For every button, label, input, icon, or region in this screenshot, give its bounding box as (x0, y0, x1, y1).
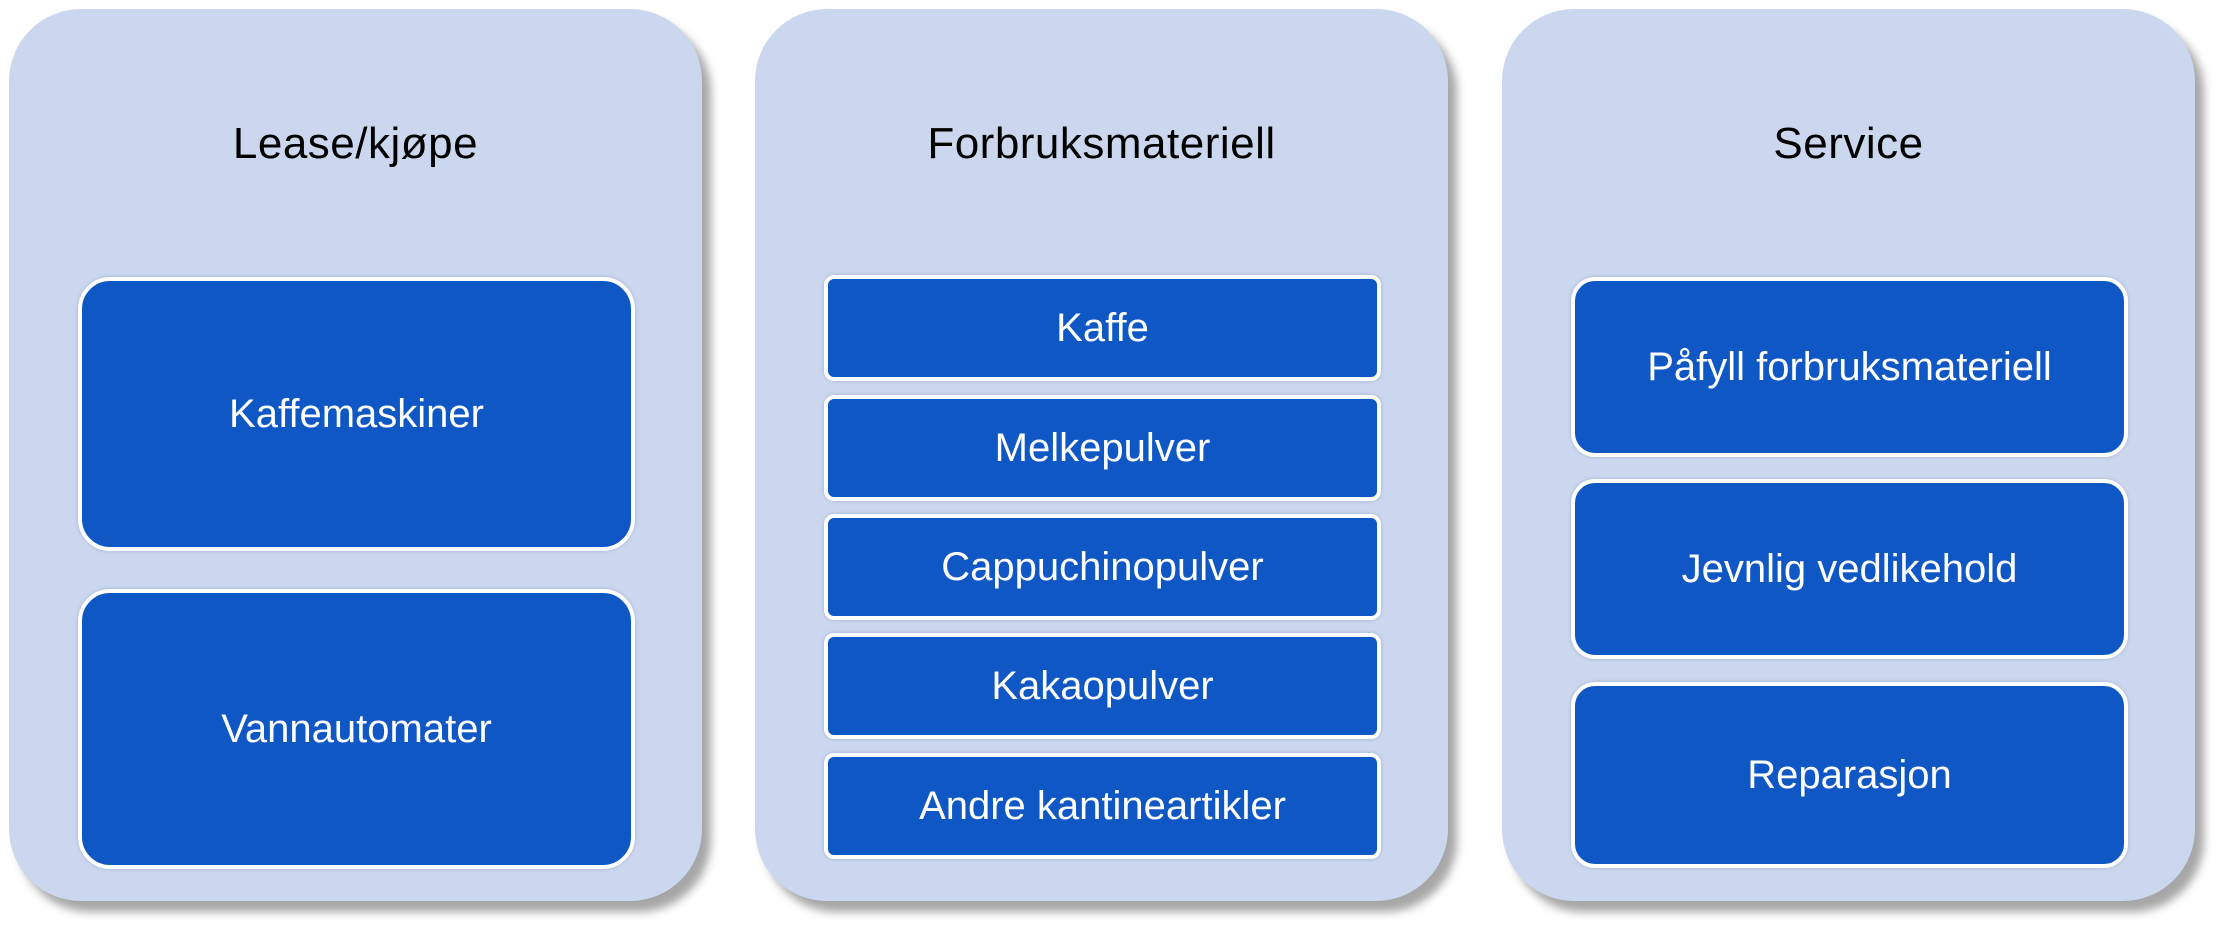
box-reparasjon: Reparasjon (1571, 682, 2128, 868)
panel-title-forbruksmateriell: Forbruksmateriell (927, 119, 1276, 168)
box-cappuchinopulver: Cappuchinopulver (824, 514, 1381, 620)
box-melkepulver: Melkepulver (824, 395, 1381, 501)
box-pafyll-forbruksmateriell: Påfyll forbruksmateriell (1571, 277, 2128, 457)
box-andre-kantineartikler: Andre kantineartikler (824, 753, 1381, 859)
panel-title-lease-kjope: Lease/kjøpe (232, 119, 479, 168)
panel-lease-kjope: Lease/kjøpe Kaffemaskiner Vannautomater (9, 9, 702, 901)
box-kaffemaskiner: Kaffemaskiner (78, 277, 635, 551)
box-kaffe: Kaffe (824, 275, 1381, 381)
panel-title-service: Service (1773, 119, 1924, 168)
panel-service: Service Påfyll forbruksmateriell Jevnlig… (1502, 9, 2195, 901)
box-kakaopulver: Kakaopulver (824, 633, 1381, 739)
panel-forbruksmateriell: Forbruksmateriell Kaffe Melkepulver Capp… (755, 9, 1448, 901)
box-vannautomater: Vannautomater (78, 589, 635, 869)
box-jevnlig-vedlikehold: Jevnlig vedlikehold (1571, 479, 2128, 659)
